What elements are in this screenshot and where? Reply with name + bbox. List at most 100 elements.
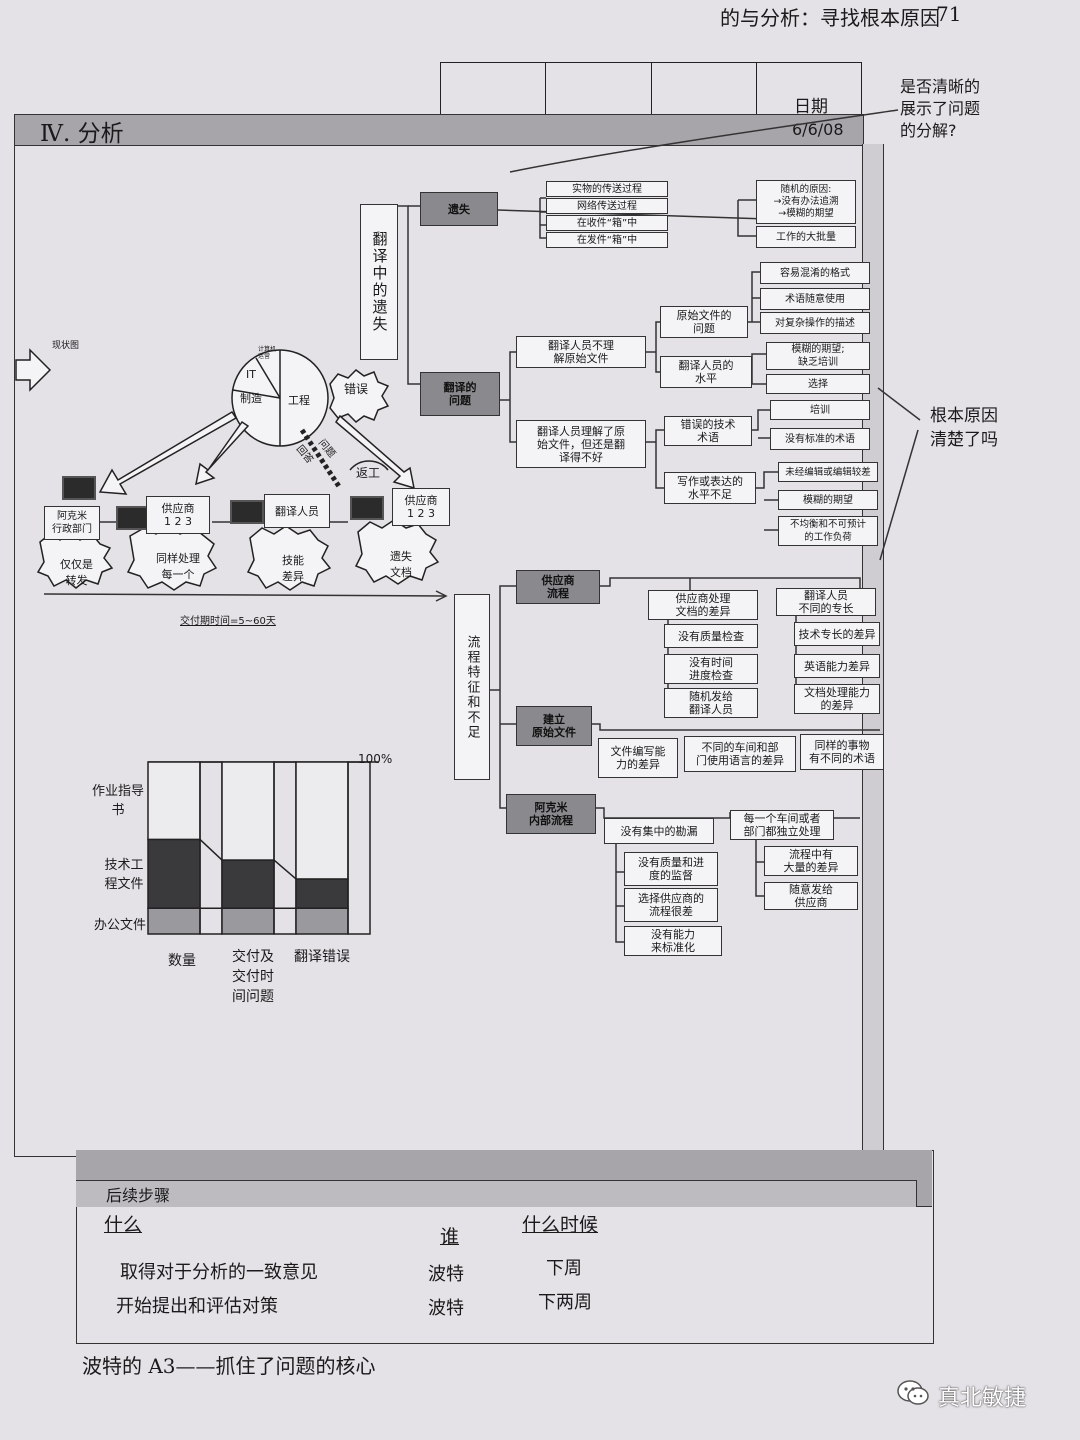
figure-caption: 波特的 A3——抓住了问题的核心	[82, 1354, 376, 1378]
lost-item: 在发件“箱”中	[546, 232, 668, 248]
cause: 技术专长的差异	[794, 622, 880, 646]
node-a2: 每一个车间或者 部门都独立处理	[730, 810, 834, 840]
lost-cause: 随机的原因: →没有办法追溯 →模糊的期望	[756, 180, 856, 224]
step-who: 波特	[428, 1264, 464, 1285]
next-steps-inner	[76, 1180, 917, 1207]
cloud-same: 同样处理 每一个	[156, 552, 200, 581]
category-label: 交付及 交付时 间问题	[232, 949, 274, 1005]
date-value: 6/6/08	[792, 120, 844, 139]
annotation-right: 根本原因 清楚了吗	[930, 406, 998, 450]
node-translation-problem: 翻译的 问题	[420, 372, 500, 416]
node-create-docs: 建立 原始文件	[516, 706, 592, 746]
cause: 没有质量和进 度的监督	[624, 852, 718, 886]
step-what: 开始提出和评估对策	[116, 1296, 278, 1317]
cause: 选择	[766, 374, 870, 394]
supplier-box-2: 供应商 1 2 3	[392, 488, 450, 526]
cause: 选择供应商的 流程很差	[624, 888, 718, 922]
bar-segment	[295, 878, 349, 909]
chart-top-label: 100%	[358, 752, 393, 766]
node-a1: 没有集中的勘漏	[604, 818, 714, 844]
node-s1: 供应商处理 文档的差异	[648, 590, 758, 620]
bar-segment	[221, 907, 275, 935]
cause: 文件编写能 力的差异	[598, 738, 678, 778]
pie-it: IT	[246, 368, 256, 381]
inbox-icon	[350, 496, 384, 520]
inbox-icon	[62, 476, 96, 500]
lost-item: 实物的传送过程	[546, 181, 668, 197]
category-label: 数量	[168, 953, 196, 969]
lost-item: 在收件“箱”中	[546, 215, 668, 231]
cause: 不均衡和不可预计 的工作负荷	[778, 516, 878, 546]
cause: 术语随意使用	[760, 288, 870, 310]
cause: 对复杂操作的描述	[760, 312, 870, 334]
date-box-grid	[440, 62, 862, 115]
bar-segment	[147, 838, 201, 909]
lost-item: 网络传送过程	[546, 198, 668, 214]
node-s2: 翻译人员 不同的专长	[776, 588, 876, 616]
legend-label: 办公文件	[94, 918, 147, 933]
cause: 模糊的期望; 缺乏培训	[766, 342, 870, 370]
cause: 同样的事物 有不同的术语	[800, 734, 884, 770]
date-label: 日期	[794, 97, 828, 117]
legend-label: 作业指导书	[91, 784, 144, 818]
step-when: 下周	[546, 1258, 582, 1279]
annotation-top: 是否清晰的 展示了问题 的分解?	[900, 77, 981, 140]
bar-gap	[347, 761, 371, 935]
node-lost: 遗失	[420, 192, 498, 226]
cause: 英语能力差异	[794, 654, 880, 678]
legend-label: 技术工程文件	[104, 858, 144, 892]
pie-computer-ops: 计算机运营	[258, 346, 277, 360]
cause: 不同的车间和部 门使用语言的差异	[684, 736, 796, 772]
bar-segment	[147, 907, 201, 935]
bar-segment	[221, 761, 275, 861]
node-t2b: 写作或表达的 水平不足	[664, 472, 756, 504]
cloud-lost-docs: 遗失 文档	[390, 550, 412, 579]
cause: 没有质量检查	[664, 624, 758, 648]
pie-manufacturing: 制造	[240, 392, 262, 405]
running-title: 的与分析：寻找根本原因	[720, 6, 940, 30]
step-when: 下两周	[538, 1292, 592, 1313]
cause: 没有能力 来标准化	[624, 926, 722, 956]
node-t1: 翻译人员不理 解原始文件	[516, 336, 646, 368]
node-t2a: 错误的技术 术语	[664, 416, 752, 446]
cloud-forward: 仅仅是 转发	[60, 558, 93, 587]
bar-segment	[221, 859, 275, 909]
lead-time-label: 交付期时间=5~60天	[180, 616, 276, 627]
step-who: 波特	[428, 1298, 464, 1319]
step-what: 取得对于分析的一致意见	[120, 1262, 318, 1283]
cause: 未经编辑或编辑较差	[778, 462, 878, 482]
cause: 随意发给 供应商	[764, 882, 858, 910]
category-label: 翻译错误	[294, 949, 350, 965]
supplier-box-1: 供应商 1 2 3	[146, 496, 210, 534]
cause: 随机发给 翻译人员	[664, 688, 758, 718]
bar-segment	[295, 907, 349, 935]
tree-root-lost-in-translation: 翻译中的遗失	[360, 204, 398, 360]
error-label: 错误	[344, 382, 369, 396]
cause: 文档处理能力 的差异	[794, 684, 880, 714]
header-what: 什么	[104, 1214, 143, 1236]
header-when: 什么时候	[522, 1214, 599, 1236]
bar-segment	[147, 761, 201, 841]
wechat-icon	[896, 1378, 930, 1408]
node-acme-internal: 阿克米 内部流程	[506, 794, 596, 834]
lost-cause: 工作的大批量	[756, 226, 856, 248]
translator-box: 翻译人员	[264, 494, 330, 528]
cause: 容易混淆的格式	[760, 262, 870, 284]
cause: 没有标准的术语	[770, 428, 870, 450]
section-title: Ⅳ. 分析	[40, 121, 124, 147]
tree-root-process: 流程特征和不足	[454, 594, 490, 780]
cloud-skill: 技能 差异	[282, 554, 304, 583]
cause: 没有时间 进度检查	[664, 654, 758, 684]
frame-right-bar	[862, 144, 883, 1156]
bar-connector	[199, 838, 223, 861]
node-t2: 翻译人员理解了原 始文件，但还是翻 译得不好	[516, 420, 646, 468]
current-state-label: 现状图	[52, 341, 80, 351]
node-supplier-process: 供应商 流程	[516, 570, 600, 604]
cause: 培训	[770, 400, 870, 420]
inbox-icon	[230, 500, 264, 524]
next-steps-title: 后续步骤	[106, 1186, 171, 1205]
node-t1a: 原始文件的 问题	[660, 306, 748, 338]
pie-engineering: 工程	[288, 394, 310, 407]
header-who: 谁	[440, 1226, 460, 1248]
